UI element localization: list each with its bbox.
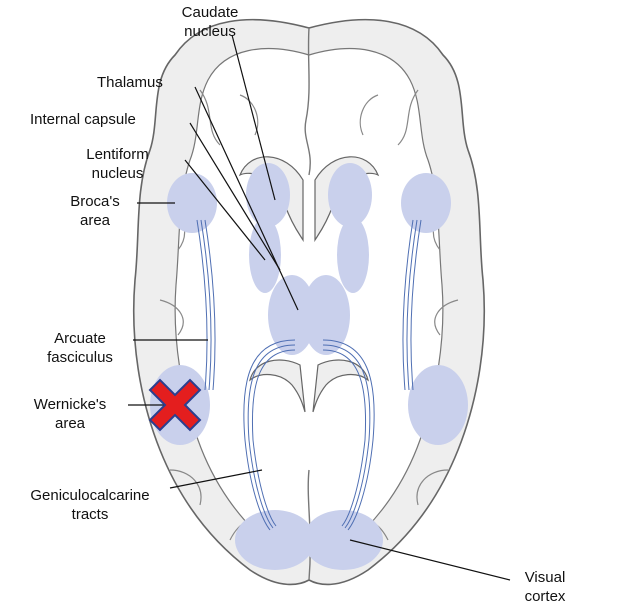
- visual-cortex-right-region: [303, 510, 383, 570]
- wernicke-line-1: Wernicke's: [15, 395, 125, 414]
- caudate-line-1: Caudate: [135, 3, 285, 22]
- label-visual-cortex: Visual cortex: [505, 568, 585, 606]
- lentiform-left-region: [249, 217, 281, 293]
- label-wernickes-area: Wernicke's area: [15, 395, 125, 433]
- geniculo-line-1: Geniculocalcarine: [10, 486, 170, 505]
- brocas-area-right-region: [401, 173, 451, 233]
- label-thalamus: Thalamus: [97, 73, 163, 92]
- label-geniculocalcarine-tracts: Geniculocalcarine tracts: [10, 486, 170, 524]
- lentiform-right-region: [337, 217, 369, 293]
- label-arcuate-fasciculus: Arcuate fasciculus: [30, 329, 130, 367]
- arcuate-line-2: fasciculus: [30, 348, 130, 367]
- broca-line-1: Broca's: [60, 192, 130, 211]
- caudate-line-2: nucleus: [135, 22, 285, 41]
- wernickes-area-right-region: [408, 365, 468, 445]
- label-internal-capsule: Internal capsule: [30, 110, 136, 129]
- visual-line-1: Visual: [505, 568, 585, 587]
- wernicke-line-2: area: [15, 414, 125, 433]
- broca-line-2: area: [60, 211, 130, 230]
- geniculo-line-2: tracts: [10, 505, 170, 524]
- label-brocas-area: Broca's area: [60, 192, 130, 230]
- visual-line-2: cortex: [505, 587, 585, 606]
- lentiform-line-2: nucleus: [60, 164, 175, 183]
- lentiform-line-1: Lentiform: [60, 145, 175, 164]
- arcuate-line-1: Arcuate: [30, 329, 130, 348]
- label-caudate-nucleus: Caudate nucleus: [135, 3, 285, 41]
- caudate-right-region: [328, 163, 372, 227]
- label-lentiform-nucleus: Lentiform nucleus: [60, 145, 175, 183]
